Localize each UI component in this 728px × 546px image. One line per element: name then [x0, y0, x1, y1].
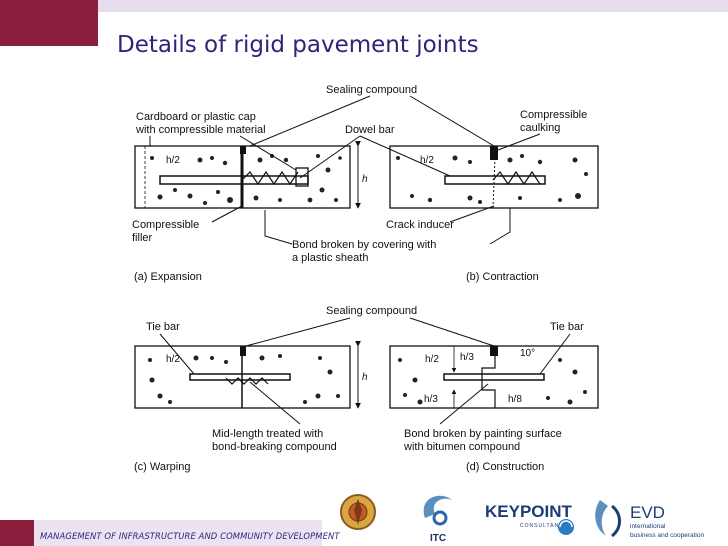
label-sealing-compound-mid: Sealing compound: [326, 305, 417, 317]
evd-logo-icon: EVD international business and cooperati…: [595, 500, 704, 539]
label-h8-d: h/8: [508, 394, 522, 405]
label-cardboard-cap-1: Cardboard or plastic cap: [136, 111, 256, 123]
footer-left-block: [0, 520, 34, 546]
top-band-accent: [98, 0, 728, 12]
label-h2-c: h/2: [166, 354, 180, 365]
caption-c: (c) Warping: [134, 461, 190, 473]
label-h2-d: h/2: [425, 354, 439, 365]
slide-title: Details of rigid pavement joints: [117, 32, 479, 58]
label-h2-b: h/2: [420, 155, 434, 166]
footer-text: MANAGEMENT OF INFRASTRUCTURE AND COMMUNI…: [40, 531, 340, 541]
evd-logo-sub-1: international: [630, 523, 666, 530]
label-crack-inducer: Crack inducer: [386, 219, 454, 231]
label-bond-painting-2: with bitumen compound: [403, 441, 520, 453]
label-compressible-filler-1: Compressible: [132, 219, 199, 231]
label-compressible-caulking-1: Compressible: [520, 109, 587, 121]
itc-logo-text: ITC: [430, 533, 446, 544]
label-dowel-bar: Dowel bar: [345, 124, 395, 136]
label-compressible-caulking-2: caulking: [520, 122, 560, 134]
label-tie-bar-right: Tie bar: [550, 321, 584, 333]
label-mid-length-2: bond-breaking compound: [212, 441, 337, 453]
label-sealing-compound-top: Sealing compound: [326, 84, 417, 96]
label-h-c: h: [362, 372, 368, 383]
label-h3-d-bot: h/3: [424, 394, 438, 405]
label-h3-d-top: h/3: [460, 352, 474, 363]
label-bond-broken-2: a plastic sheath: [292, 252, 368, 264]
evd-logo-text: EVD: [630, 503, 665, 522]
footer-band: [0, 520, 322, 546]
cap-a: [295, 167, 309, 187]
label-h2-a: h/2: [166, 155, 180, 166]
label-mid-length-1: Mid-length treated with: [212, 428, 323, 440]
evd-logo-sub-2: business and cooperation: [630, 532, 704, 539]
top-left-block: [0, 0, 98, 46]
leaders-bottom: [159, 317, 571, 425]
label-cardboard-cap-2: with compressible material: [135, 124, 266, 136]
leaders-top: [149, 95, 541, 179]
leaders-mid: [211, 205, 511, 245]
aggregate-d: [398, 358, 587, 405]
tie-bar-d: [443, 373, 545, 381]
seal-d: [490, 346, 498, 356]
caption-a: (a) Expansion: [134, 271, 202, 283]
seal-b: [490, 146, 498, 160]
aggregate-b: [396, 154, 588, 204]
aggregate-c: [148, 354, 340, 404]
keypoint-logo-icon: KEYPOINT CONSULTANCY: [485, 502, 574, 535]
label-tie-bar-left: Tie bar: [146, 321, 180, 333]
filler-zigzag-a: [241, 170, 299, 186]
caption-b: (b) Contraction: [466, 271, 539, 283]
seal-c: [240, 346, 246, 356]
label-bond-painting-1: Bond broken by painting surface: [404, 428, 562, 440]
keypoint-logo-sub: CONSULTANCY: [520, 523, 568, 529]
label-bond-broken-1: Bond broken by covering with: [292, 239, 436, 251]
seal-a: [240, 146, 246, 154]
keyway-d: [481, 346, 496, 408]
label-compressible-filler-2: filler: [132, 232, 153, 244]
university-seal-icon: [340, 494, 376, 530]
keypoint-logo-text: KEYPOINT: [485, 502, 573, 521]
label-h-a: h: [362, 174, 368, 185]
aggregate-a: [150, 154, 342, 205]
label-angle-d: 10°: [520, 348, 535, 359]
caption-d: (d) Construction: [466, 461, 544, 473]
itc-logo-icon: ITC: [423, 495, 452, 544]
dowel-bar-b: [444, 175, 546, 185]
